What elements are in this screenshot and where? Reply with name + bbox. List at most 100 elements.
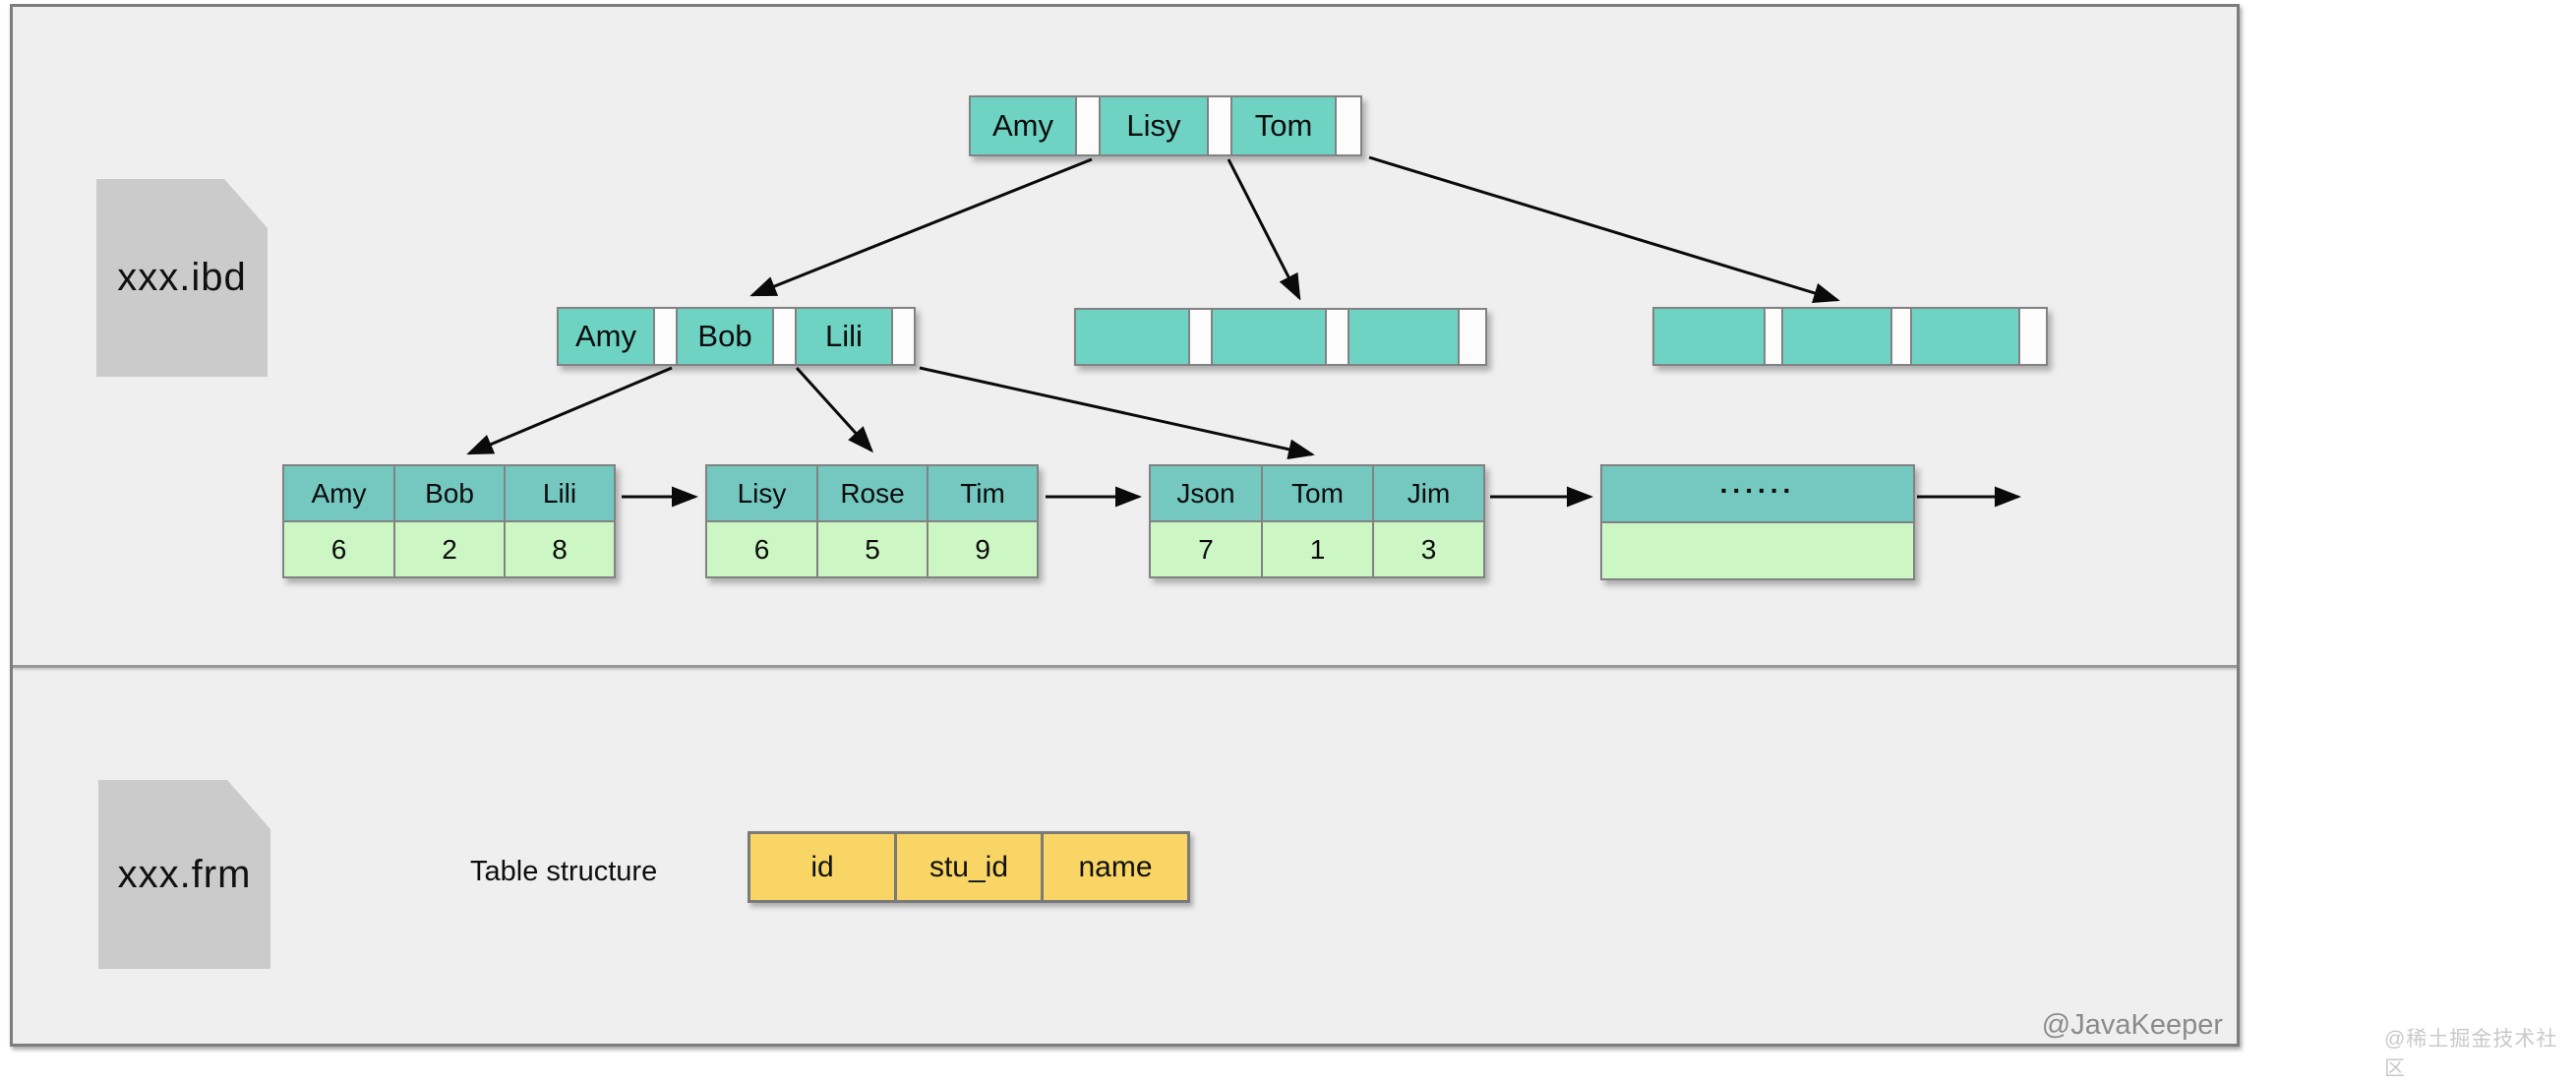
key-cell: [1348, 308, 1460, 366]
credit-label: @JavaKeeper: [2041, 1009, 2223, 1041]
key-cell: Lisy: [705, 464, 818, 522]
cell-text: Tom: [1254, 108, 1313, 143]
pointer-cell: [1075, 95, 1101, 156]
ibd-file-icon: xxx.ibd: [96, 179, 268, 377]
cell-text: Lili: [542, 477, 577, 509]
cell-text: 6: [753, 533, 770, 565]
table-column-cell-stu_id: stu_id: [894, 831, 1044, 903]
key-cell: Jim: [1372, 464, 1485, 522]
key-cell: Amy: [557, 307, 655, 366]
node-row: 6 5 9: [705, 520, 1039, 578]
cell-text: Jim: [1407, 477, 1451, 509]
watermark-label: @稀土掘金技术社区: [2384, 1028, 2558, 1080]
value-cell: 5: [816, 520, 929, 578]
value-cell: 2: [393, 520, 506, 578]
key-cell: [1910, 307, 2020, 366]
pointer-cell: [1890, 307, 1912, 366]
frm-file-icon: xxx.frm: [98, 780, 270, 969]
key-cell: ......: [1600, 464, 1915, 523]
node-row: 7 1 3: [1149, 520, 1485, 578]
key-cell: Json: [1149, 464, 1263, 522]
table-column-cell-id: id: [748, 831, 897, 903]
cell-text: Lili: [825, 319, 863, 353]
cell-text: Json: [1176, 477, 1235, 509]
ibd-file-label: xxx.ibd: [117, 256, 247, 299]
key-cell: [1211, 308, 1327, 366]
value-cell: 1: [1261, 520, 1374, 578]
node-row: [1600, 521, 1915, 580]
pointer-cell: [653, 307, 678, 366]
pointer-cell: [1207, 95, 1232, 156]
table-column-cell-name: name: [1041, 831, 1190, 903]
pointer-cell: [1335, 95, 1362, 156]
pointer-cell: [1188, 308, 1213, 366]
cell-text: 3: [1420, 533, 1437, 565]
cell-text: Tim: [960, 477, 1005, 509]
value-cell: 6: [705, 520, 818, 578]
value-cell: 3: [1372, 520, 1485, 578]
node-row: [1074, 308, 1487, 366]
key-cell: Amy: [282, 464, 395, 522]
cell-text: 6: [330, 533, 347, 565]
btree-node-internal-left: Amy Bob Lili: [557, 307, 916, 366]
cell-text: Rose: [840, 477, 905, 509]
node-row: Json Tom Jim: [1149, 464, 1485, 522]
cell-text: Tom: [1291, 477, 1344, 509]
cell-text: Bob: [425, 477, 474, 509]
cell-text: 7: [1198, 533, 1214, 565]
btree-node-leaf-2: Lisy Rose Tim 6 5 9: [705, 464, 1039, 578]
pointer-cell: [1764, 307, 1783, 366]
pointer-cell: [891, 307, 916, 366]
cell-text: 2: [442, 533, 457, 565]
value-cell: 6: [282, 520, 395, 578]
value-cell: 9: [927, 520, 1039, 578]
node-row: Lisy Rose Tim: [705, 464, 1039, 522]
key-cell: Lili: [504, 464, 616, 522]
cell-text: 5: [865, 533, 880, 565]
cell-text: Amy: [311, 477, 367, 509]
value-cell: 7: [1149, 520, 1263, 578]
key-cell: Tim: [927, 464, 1039, 522]
node-row: Amy Bob Lili: [282, 464, 616, 522]
btree-node-internal-right: [1652, 307, 2048, 366]
btree-node-leaf-3: Json Tom Jim 7 1 3: [1149, 464, 1485, 578]
value-cell: [1600, 521, 1915, 580]
node-row: 6 2 8: [282, 520, 616, 578]
pointer-cell: [2018, 307, 2048, 366]
value-cell: 8: [504, 520, 616, 578]
key-cell: Lili: [795, 307, 893, 366]
key-cell: Lisy: [1099, 95, 1209, 156]
btree-node-leaf-1: Amy Bob Lili 6 2 8: [282, 464, 616, 578]
key-cell: Rose: [816, 464, 929, 522]
key-cell: Amy: [969, 95, 1077, 156]
cell-text: ......: [1719, 468, 1796, 499]
pointer-cell: [1325, 308, 1349, 366]
btree-node-root: Amy Lisy Tom: [969, 95, 1362, 156]
frm-file-label: xxx.frm: [117, 852, 252, 896]
table-structure-caption: Table structure: [470, 856, 658, 887]
cell-text: Amy: [992, 108, 1053, 143]
cell-text: Lisy: [737, 477, 787, 509]
cell-text: Bob: [697, 319, 752, 353]
key-cell: Tom: [1261, 464, 1374, 522]
key-cell: Tom: [1230, 95, 1337, 156]
node-row: ......: [1600, 464, 1915, 523]
key-cell: Bob: [676, 307, 774, 366]
pointer-cell: [1458, 308, 1487, 366]
node-row: Amy Bob Lili: [557, 307, 916, 366]
btree-node-leaf-4: ......: [1600, 464, 1915, 580]
cell-text: 8: [552, 533, 568, 565]
pointer-cell: [772, 307, 797, 366]
node-row: Amy Lisy Tom: [969, 95, 1362, 156]
cell-text: Amy: [575, 319, 636, 353]
cell-text: 1: [1309, 533, 1326, 565]
key-cell: [1652, 307, 1766, 366]
key-cell: [1074, 308, 1190, 366]
section-divider: [13, 665, 2237, 668]
node-row: [1652, 307, 2048, 366]
cell-text: 9: [975, 533, 990, 565]
cell-text: Lisy: [1126, 108, 1181, 143]
key-cell: Bob: [393, 464, 506, 522]
